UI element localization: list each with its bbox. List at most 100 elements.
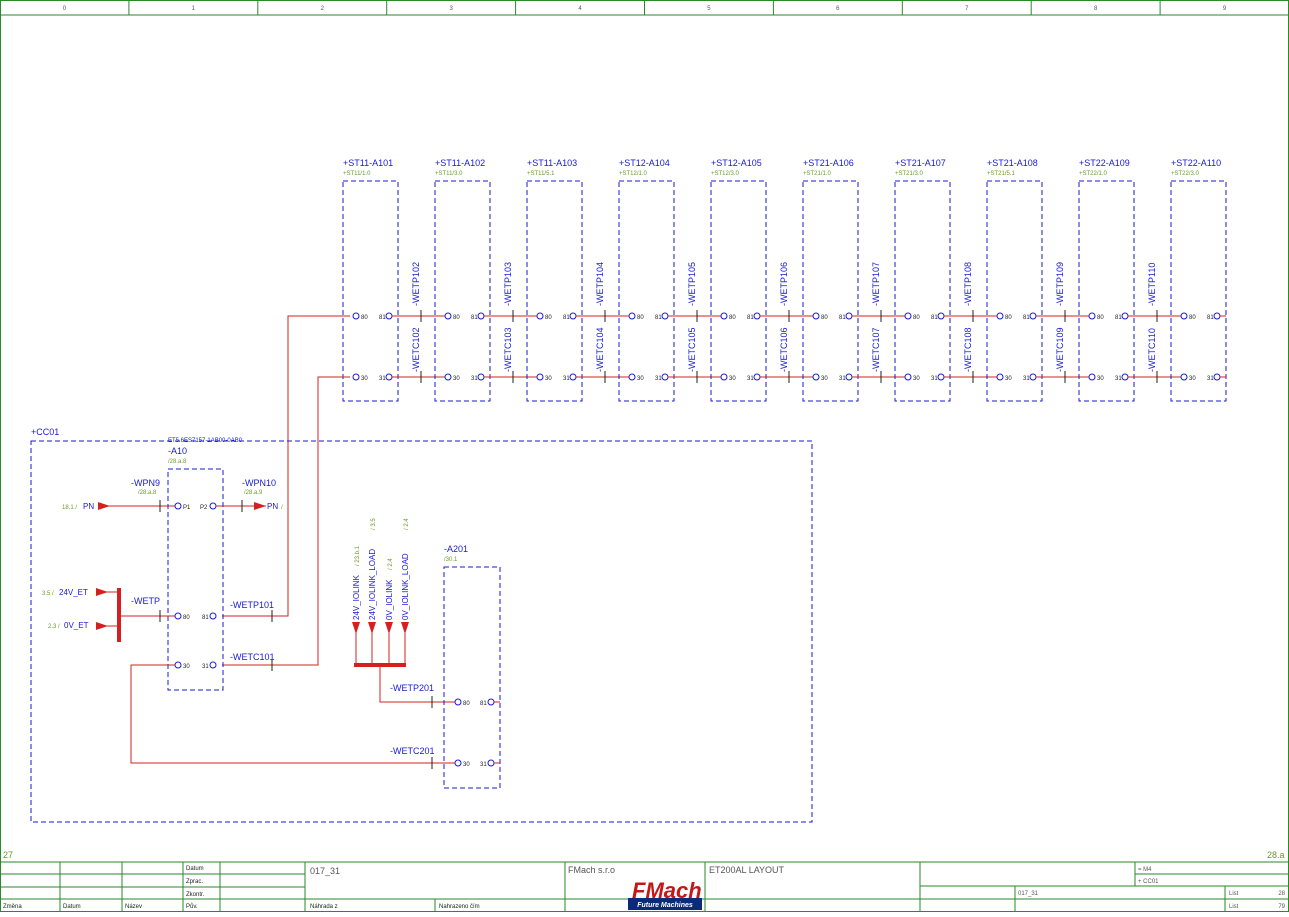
station-name[interactable]: +ST21-A106 xyxy=(803,158,854,168)
station-ref[interactable]: +ST21/3.0 xyxy=(895,171,924,177)
station-etc-cable[interactable]: -WETC105 xyxy=(687,327,697,372)
station-ref[interactable]: +ST22/3.0 xyxy=(1171,171,1200,177)
station-pin[interactable] xyxy=(569,373,577,381)
wetc201-cable[interactable]: -WETC201 xyxy=(390,746,435,756)
station-device-box[interactable] xyxy=(618,180,675,402)
station-ref[interactable]: +ST12/3.0 xyxy=(711,171,740,177)
iolink-ref[interactable]: / 23.b.1 xyxy=(355,545,361,566)
wetp101-cable[interactable]: -WETP101 xyxy=(230,600,274,610)
station-pin[interactable] xyxy=(1088,373,1096,381)
station-pin[interactable] xyxy=(385,312,393,320)
station-name[interactable]: +ST12-A104 xyxy=(619,158,670,168)
station-pin[interactable] xyxy=(753,312,761,320)
wpn10-cable[interactable]: -WPN10 xyxy=(242,478,276,488)
wpn10-cable-ref[interactable]: /28.a.9 xyxy=(244,490,263,496)
station-pin[interactable] xyxy=(536,373,544,381)
a201-device-box[interactable] xyxy=(443,566,501,789)
station-pin[interactable] xyxy=(812,312,820,320)
station-ref[interactable]: +ST22/1.0 xyxy=(1079,171,1108,177)
a201-pin-30[interactable] xyxy=(454,759,462,767)
station-name[interactable]: +ST22-A109 xyxy=(1079,158,1130,168)
station-pin[interactable] xyxy=(569,312,577,320)
station-pin[interactable] xyxy=(444,312,452,320)
station-pin[interactable] xyxy=(753,373,761,381)
station-device-box[interactable] xyxy=(710,180,767,402)
a201-pin-31[interactable] xyxy=(487,759,495,767)
station-etc-cable[interactable]: -WETC108 xyxy=(963,327,973,372)
station-pin[interactable] xyxy=(1180,312,1188,320)
station-ref[interactable]: +ST11/5.1 xyxy=(527,171,555,177)
station-etp-cable[interactable]: -WETP105 xyxy=(687,262,697,306)
station-name[interactable]: +ST21-A107 xyxy=(895,158,946,168)
station-device-box[interactable] xyxy=(434,180,491,402)
station-pin[interactable] xyxy=(352,373,360,381)
v24-label[interactable]: 24V_ET xyxy=(59,588,88,597)
a201-pin-81[interactable] xyxy=(487,698,495,706)
station-pin[interactable] xyxy=(996,312,1004,320)
station-pin[interactable] xyxy=(720,312,728,320)
station-pin[interactable] xyxy=(628,312,636,320)
station-pin[interactable] xyxy=(1121,373,1129,381)
station-etp-cable[interactable]: -WETP103 xyxy=(503,262,513,306)
wpn9-cable[interactable]: -WPN9 xyxy=(131,478,160,488)
station-pin[interactable] xyxy=(845,312,853,320)
station-pin[interactable] xyxy=(904,373,912,381)
station-device-box[interactable] xyxy=(986,180,1043,402)
pn-out-label[interactable]: PN xyxy=(267,502,278,511)
station-etp-cable[interactable]: -WETP106 xyxy=(779,262,789,306)
iolink-label[interactable]: 0V_IOLINK_LOAD xyxy=(401,553,410,620)
iolink-label[interactable]: 0V_IOLINK xyxy=(385,579,394,620)
wetp201-cable[interactable]: -WETP201 xyxy=(390,683,434,693)
station-pin[interactable] xyxy=(385,373,393,381)
station-name[interactable]: +ST12-A105 xyxy=(711,158,762,168)
iolink-label[interactable]: 24V_IOLINK xyxy=(352,574,361,620)
station-pin[interactable] xyxy=(845,373,853,381)
station-etp-cable[interactable]: -WETP104 xyxy=(595,262,605,306)
a10-pin-p1[interactable] xyxy=(174,502,182,510)
station-pin[interactable] xyxy=(477,373,485,381)
station-ref[interactable]: +ST11/3.0 xyxy=(435,171,463,177)
station-device-box[interactable] xyxy=(526,180,583,402)
station-pin[interactable] xyxy=(1180,373,1188,381)
station-etc-cable[interactable]: -WETC107 xyxy=(871,327,881,372)
a10-device-box[interactable] xyxy=(167,468,224,691)
station-device-box[interactable] xyxy=(802,180,859,402)
station-device-box[interactable] xyxy=(1170,180,1227,402)
a10-pin-p2[interactable] xyxy=(209,502,217,510)
station-pin[interactable] xyxy=(720,373,728,381)
station-name[interactable]: +ST11-A102 xyxy=(435,158,485,168)
station-etc-cable[interactable]: -WETC102 xyxy=(411,327,421,372)
station-ref[interactable]: +ST21/1.0 xyxy=(803,171,832,177)
station-pin[interactable] xyxy=(661,373,669,381)
station-pin[interactable] xyxy=(1213,312,1221,320)
station-etc-cable[interactable]: -WETC106 xyxy=(779,327,789,372)
station-pin[interactable] xyxy=(1121,312,1129,320)
station-ref[interactable]: +ST12/1.0 xyxy=(619,171,648,177)
a10-device-name[interactable]: -A10 xyxy=(168,446,187,456)
a201-device-name[interactable]: -A201 xyxy=(444,544,468,554)
wpn9-cable-ref[interactable]: /28.a.8 xyxy=(138,490,157,496)
station-pin[interactable] xyxy=(996,373,1004,381)
station-etp-cable[interactable]: -WETP102 xyxy=(411,262,421,306)
station-pin[interactable] xyxy=(1029,373,1037,381)
station-pin[interactable] xyxy=(477,312,485,320)
iolink-label[interactable]: 24V_IOLINK_LOAD xyxy=(368,549,377,620)
station-name[interactable]: +ST11-A101 xyxy=(343,158,393,168)
pn-in-ref[interactable]: 18.1 / xyxy=(62,505,77,511)
cabinet-label[interactable]: +CC01 xyxy=(31,427,59,437)
a10-pin-81[interactable] xyxy=(209,612,217,620)
a10-pin-30[interactable] xyxy=(174,661,182,669)
wetc101-cable[interactable]: -WETC101 xyxy=(230,652,275,662)
station-pin[interactable] xyxy=(352,312,360,320)
a10-device-ref[interactable]: /28.a.8 xyxy=(168,459,187,465)
station-etc-cable[interactable]: -WETC109 xyxy=(1055,327,1065,372)
station-pin[interactable] xyxy=(812,373,820,381)
station-device-box[interactable] xyxy=(1078,180,1135,402)
station-etc-cable[interactable]: -WETC110 xyxy=(1147,328,1157,372)
station-name[interactable]: +ST22-A110 xyxy=(1171,158,1221,168)
station-etp-cable[interactable]: -WETP109 xyxy=(1055,262,1065,306)
station-etc-cable[interactable]: -WETC103 xyxy=(503,327,513,372)
station-name[interactable]: +ST11-A103 xyxy=(527,158,577,168)
station-pin[interactable] xyxy=(1029,312,1037,320)
station-etc-cable[interactable]: -WETC104 xyxy=(595,327,605,372)
